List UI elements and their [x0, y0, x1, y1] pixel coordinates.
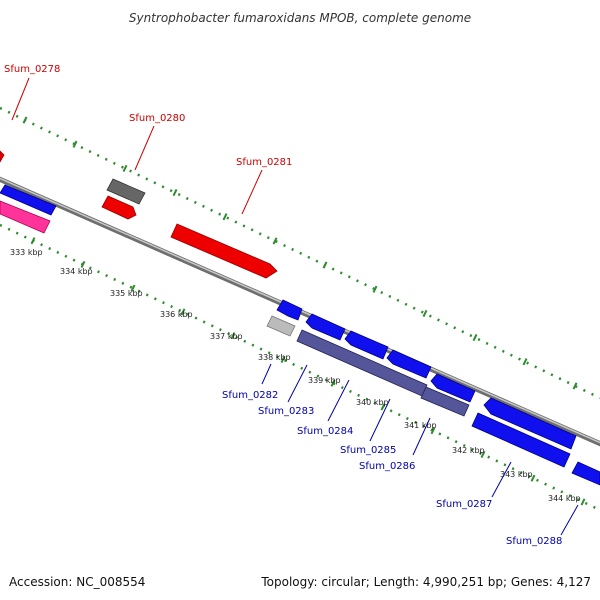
leader-line: [412, 417, 431, 456]
gene-label-sfum-0280[interactable]: Sfum_0280: [129, 113, 185, 124]
gene-label-sfum-0288[interactable]: Sfum_0288: [506, 536, 562, 547]
accession-text: Accession: NC_008554: [9, 575, 145, 589]
map-title: Syntrophobacter fumaroxidans MPOB, compl…: [129, 11, 471, 25]
gene-feature-sfum-0280[interactable]: [101, 195, 137, 220]
gene-feature-left-blue[interactable]: [0, 184, 57, 216]
major-tick: [122, 164, 128, 173]
leader-line: [327, 379, 350, 422]
major-tick: [530, 474, 536, 482]
gene-label-sfum-0282[interactable]: Sfum_0282: [222, 390, 278, 401]
leader-line: [369, 398, 391, 442]
gene-feature-sfum-0278[interactable]: [0, 150, 5, 163]
leader-line: [134, 125, 155, 171]
major-tick: [430, 427, 436, 435]
lower-gene-labels: Sfum_0282 Sfum_0283 Sfum_0284 Sfum_0285 …: [222, 363, 579, 547]
scale-label: 340 kbp: [356, 398, 389, 407]
major-tick: [180, 308, 186, 316]
major-tick: [580, 498, 586, 506]
gene-feature-slate-short[interactable]: [420, 386, 470, 417]
scale-label: 341 kbp: [404, 421, 437, 430]
leader-line: [491, 461, 512, 498]
gene-feature-sfum-0282-arrow[interactable]: [276, 299, 303, 321]
major-tick: [422, 309, 428, 318]
major-tick: [372, 285, 378, 293]
gene-feature-sfum-0288[interactable]: [571, 461, 600, 486]
major-tick: [72, 140, 78, 148]
gene-feature-sfum-0284[interactable]: [344, 330, 389, 360]
major-tick: [172, 188, 178, 197]
major-tick: [380, 403, 386, 411]
gene-label-sfum-0285[interactable]: Sfum_0285: [340, 445, 396, 456]
gene-label-sfum-0278[interactable]: Sfum_0278: [4, 64, 60, 75]
scale-label: 334 kbp: [60, 267, 93, 276]
gene-feature-sfum-0285[interactable]: [386, 349, 432, 379]
major-tick: [480, 450, 486, 459]
major-tick: [322, 261, 328, 269]
gene-feature-sfum-0287[interactable]: [483, 397, 577, 450]
gene-feature-long-lower[interactable]: [471, 412, 571, 468]
leader-line: [560, 504, 579, 536]
forward-strand-features: [0, 150, 278, 279]
major-tick: [30, 237, 36, 245]
scale-label: 336 kbp: [160, 310, 193, 319]
major-tick: [330, 379, 336, 387]
scale-label: 339 kbp: [308, 376, 341, 385]
gene-feature-sfum-0283[interactable]: [305, 313, 346, 341]
gene-feature-left-pink[interactable]: [0, 200, 51, 234]
major-tick: [80, 260, 86, 269]
leader-line: [287, 364, 308, 403]
major-tick: [230, 332, 236, 340]
gene-label-sfum-0286[interactable]: Sfum_0286: [359, 461, 415, 472]
scale-label: 342 kbp: [452, 446, 485, 455]
scale-label: 333 kbp: [10, 248, 43, 257]
scale-label: 344 kbp: [548, 494, 581, 503]
major-tick: [22, 116, 28, 124]
gene-label-sfum-0284[interactable]: Sfum_0284: [297, 426, 353, 437]
scale-labels: 333 kbp 334 kbp 335 kbp 336 kbp 337 kbp …: [10, 248, 581, 503]
major-tick: [522, 358, 528, 366]
major-tick: [280, 355, 286, 364]
gene-feature-sfum-0279[interactable]: [106, 178, 146, 205]
reverse-strand-features: [0, 184, 600, 486]
gene-feature-sfum-0281[interactable]: [170, 223, 278, 279]
major-tick: [572, 382, 578, 390]
summary-text: Topology: circular; Length: 4,990,251 bp…: [260, 575, 591, 589]
major-ticks: [22, 116, 586, 506]
leader-line: [11, 77, 30, 121]
gene-feature-sfum-0286[interactable]: [430, 373, 476, 403]
gene-feature-gray-block[interactable]: [266, 315, 296, 337]
upper-gene-labels: Sfum_0278 Sfum_0280 Sfum_0281: [4, 64, 292, 215]
scale-label: 337 kbp: [210, 332, 243, 341]
gene-label-sfum-0287[interactable]: Sfum_0287: [436, 499, 492, 510]
scale-label: 335 kbp: [110, 289, 143, 298]
major-tick: [222, 213, 228, 221]
major-tick: [272, 237, 278, 245]
major-tick: [130, 284, 136, 292]
leader-line: [261, 363, 272, 385]
gene-label-sfum-0281[interactable]: Sfum_0281: [236, 157, 292, 168]
major-tick: [472, 333, 478, 342]
scale-label: 338 kbp: [258, 353, 291, 362]
gene-label-sfum-0283[interactable]: Sfum_0283: [258, 406, 314, 417]
scale-label: 343 kbp: [500, 470, 533, 479]
leader-line: [241, 169, 263, 215]
outer-tick-row: [0, 106, 600, 400]
